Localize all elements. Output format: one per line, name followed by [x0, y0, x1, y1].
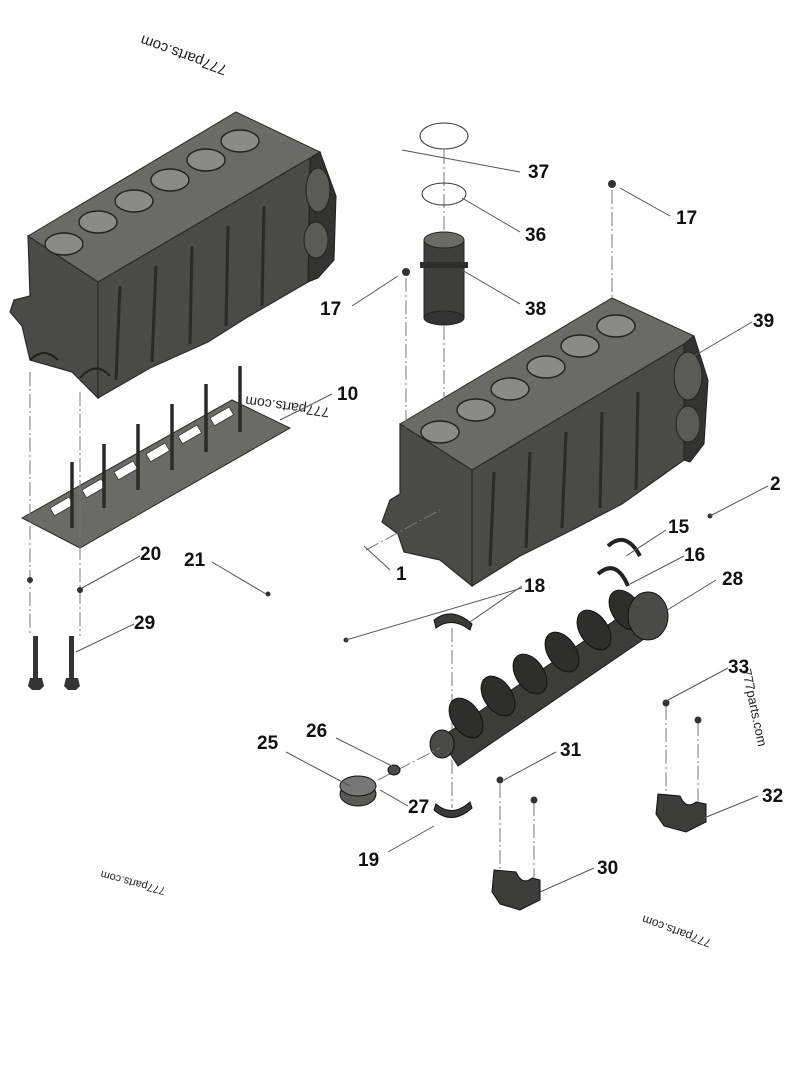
callout-2: 2 [770, 474, 781, 495]
crankshaft [429, 589, 669, 767]
callout-17-right: 17 [676, 208, 697, 229]
watermark-top-left: 777parts.com [138, 31, 229, 78]
main-bolts [27, 372, 83, 690]
thrust-washers [596, 537, 642, 587]
callout-1: 1 [396, 564, 407, 585]
callout-20: 20 [140, 544, 161, 565]
callout-32: 32 [762, 786, 783, 807]
callout-18: 18 [524, 576, 545, 597]
callout-27: 27 [408, 797, 429, 818]
watermark-bottom-right: 777parts.com [640, 912, 713, 950]
cylinder-liner [419, 122, 469, 420]
engine-block-right [381, 297, 709, 588]
callout-21: 21 [184, 550, 206, 571]
watermark-bottom-left: 777parts.com [99, 868, 166, 897]
callout-26: 26 [306, 721, 327, 742]
callout-28: 28 [722, 569, 743, 590]
leader-lines [75, 149, 769, 893]
callout-25: 25 [257, 733, 279, 754]
callout-19: 19 [358, 850, 379, 871]
callout-31: 31 [560, 740, 582, 761]
front-seal-parts [339, 747, 441, 807]
callout-36: 36 [525, 225, 546, 246]
bearing-cap-rear [655, 699, 707, 833]
callout-29: 29 [134, 613, 155, 634]
callout-labels: 37 36 17 17 38 39 10 2 15 20 21 16 1 28 … [134, 162, 783, 879]
callout-30: 30 [597, 858, 618, 879]
watermark-right: 777parts.com [739, 668, 770, 748]
callout-38: 38 [525, 299, 546, 320]
engine-block-left [9, 111, 337, 400]
bearing-cap-front [491, 776, 541, 911]
dowels-17 [402, 180, 616, 428]
callout-39: 39 [753, 311, 774, 332]
main-bearing-shells [433, 613, 473, 818]
callout-17-left: 17 [320, 299, 341, 320]
callout-10: 10 [337, 384, 358, 405]
bedplate-gasket [20, 366, 292, 549]
callout-33: 33 [728, 657, 749, 678]
callout-37: 37 [528, 162, 549, 183]
callout-16: 16 [684, 545, 705, 566]
callout-15: 15 [668, 517, 690, 538]
